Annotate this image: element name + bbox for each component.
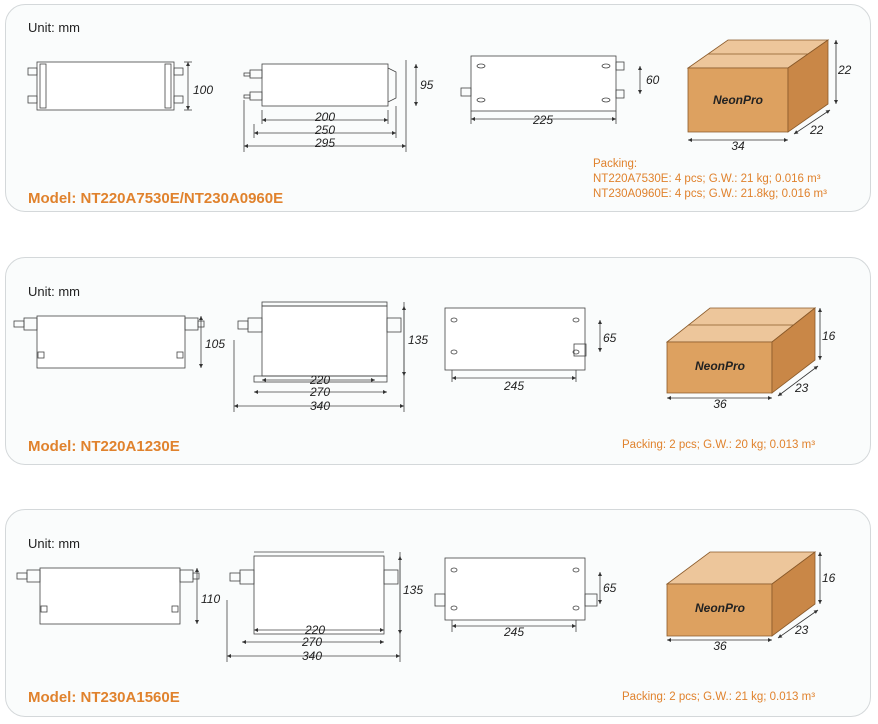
packing-box-1	[686, 39, 830, 133]
packing-line: Packing:	[593, 158, 638, 170]
box-height-dim-1: 22	[837, 63, 852, 77]
side-dim-mid-3: 270	[301, 635, 322, 649]
front-height-dim-3: 110	[201, 592, 220, 606]
packing-box-3	[665, 551, 817, 637]
packing-info-1: Packing: NT220A7530E: 4 pcs; G.W.: 21 kg…	[593, 157, 827, 202]
side-dim-mid-1: 250	[314, 123, 335, 137]
box-dims-2	[667, 308, 822, 400]
front-view-1	[27, 61, 192, 111]
model-label-3: Model: NT230A1560E	[28, 689, 180, 706]
box-width-dim-1: 22	[809, 123, 824, 137]
box-dims-1	[688, 40, 838, 142]
packing-line: Packing: 2 pcs; G.W.: 20 kg; 0.013 m³	[622, 439, 816, 451]
side-view-3	[226, 551, 402, 662]
bottom-view-1	[460, 55, 642, 124]
bottom-height-dim-1: 60	[646, 73, 660, 87]
box-width-dim-3: 23	[794, 623, 809, 637]
box-length-dim-1: 34	[731, 139, 745, 153]
box-dims-3	[667, 552, 822, 642]
box-height-dim-2: 16	[822, 329, 836, 343]
side-dim-outer-1: 295	[314, 136, 335, 150]
bottom-width-dim-1: 225	[532, 113, 553, 127]
packing-info-2: Packing: 2 pcs; G.W.: 20 kg; 0.013 m³	[622, 438, 815, 453]
front-view-3	[16, 567, 200, 625]
packing-info-3: Packing: 2 pcs; G.W.: 21 kg; 0.013 m³	[622, 690, 815, 705]
model-label-2: Model: NT220A1230E	[28, 438, 180, 455]
bottom-view-2	[444, 307, 602, 382]
bottom-width-dim-2: 245	[503, 379, 524, 393]
side-view-1	[243, 60, 418, 152]
box-width-dim-2: 23	[794, 381, 809, 395]
unit-label-2: Unit: mm	[28, 284, 80, 299]
side-height-dim-1: 95	[420, 78, 434, 92]
packing-line: NT230A0960E: 4 pcs; G.W.: 21.8kg; 0.016 …	[593, 188, 827, 200]
box-height-dim-3: 16	[822, 571, 836, 585]
front-height-dim-1: 100	[193, 83, 213, 97]
bottom-height-dim-2: 65	[603, 331, 617, 345]
side-height-dim-2: 135	[408, 333, 428, 347]
side-dim-outer-2: 340	[310, 399, 330, 413]
packing-line: Packing: 2 pcs; G.W.: 21 kg; 0.013 m³	[622, 691, 816, 703]
bottom-height-dim-3: 65	[603, 581, 617, 595]
unit-label-3: Unit: mm	[28, 536, 80, 551]
packing-line: NT220A7530E: 4 pcs; G.W.: 21 kg; 0.016 m…	[593, 173, 821, 185]
side-dim-inner-2: 220	[309, 373, 330, 387]
side-dim-inner-1: 200	[314, 110, 335, 124]
front-view-2	[13, 315, 205, 369]
side-dim-mid-2: 270	[309, 385, 330, 399]
side-view-2	[233, 301, 406, 412]
model-label-1: Model: NT220A7530E/NT230A0960E	[28, 190, 284, 207]
front-height-dim-2: 105	[205, 337, 225, 351]
side-dim-inner-3: 220	[304, 623, 325, 637]
box-length-dim-2: 36	[713, 397, 727, 411]
packing-box-2	[665, 307, 817, 394]
side-dim-outer-3: 340	[302, 649, 322, 663]
box-length-dim-3: 36	[713, 639, 727, 653]
unit-label-1: Unit: mm	[28, 20, 80, 35]
bottom-width-dim-3: 245	[503, 625, 524, 639]
brand-logo-1: NeonPro	[713, 93, 763, 107]
brand-logo-3: NeonPro	[695, 601, 745, 615]
brand-logo-2: NeonPro	[695, 359, 745, 373]
bottom-view-3	[434, 557, 602, 632]
side-height-dim-3: 135	[403, 583, 423, 597]
